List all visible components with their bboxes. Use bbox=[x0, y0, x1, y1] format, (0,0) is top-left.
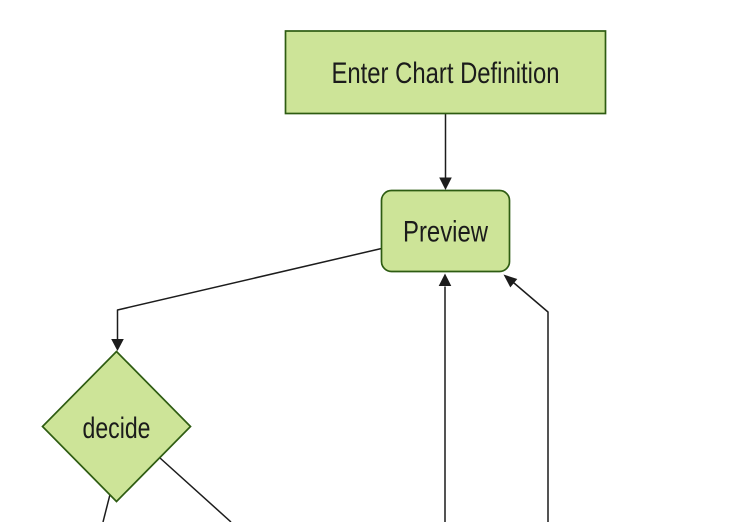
edge-from-below-right-into-preview-corner bbox=[503, 274, 549, 522]
edge-preview-to-decide bbox=[111, 247, 382, 351]
arrowhead-down-icon bbox=[439, 177, 452, 190]
edge-from-below-into-preview-bottom bbox=[438, 273, 452, 522]
edge-decide-to-offscreen-bottom-left bbox=[102, 494, 111, 522]
arrowhead-up-left-icon bbox=[503, 274, 518, 288]
node-enter-chart-definition-label: Enter Chart Definition bbox=[332, 57, 560, 90]
node-preview-label: Preview bbox=[403, 216, 488, 249]
arrowhead-up-icon bbox=[438, 273, 452, 286]
edge-line bbox=[116, 247, 382, 340]
node-enter-chart-definition-shape bbox=[284, 30, 607, 115]
edge-line bbox=[159, 457, 232, 522]
edge-enter-chart-definition-to-preview bbox=[439, 113, 452, 190]
node-enter-chart-definition: Enter Chart Definition bbox=[284, 30, 607, 115]
edge-line bbox=[102, 494, 111, 522]
node-decide-shape bbox=[41, 350, 192, 503]
arrowhead-down-icon bbox=[111, 339, 124, 351]
node-preview-shape bbox=[380, 189, 511, 273]
node-preview: Preview bbox=[380, 189, 511, 273]
edge-decide-to-offscreen-bottom-right bbox=[159, 457, 232, 522]
node-decide: decide bbox=[41, 350, 192, 503]
node-decide-label: decide bbox=[83, 412, 151, 445]
edge-line bbox=[510, 279, 549, 522]
